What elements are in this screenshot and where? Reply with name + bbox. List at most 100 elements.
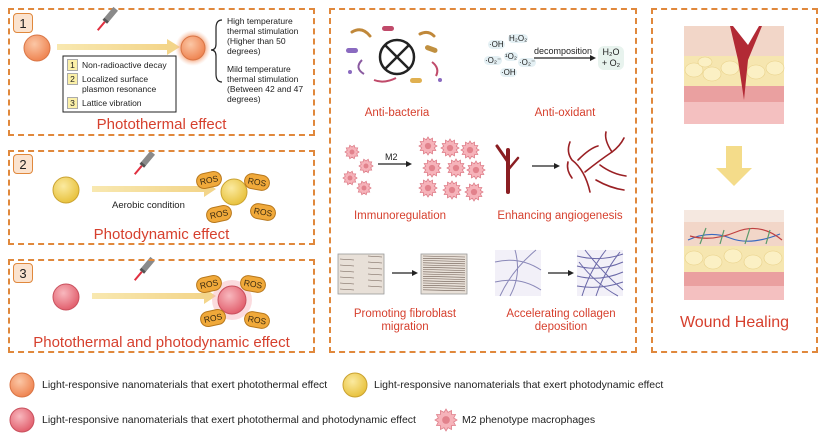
m2-arrow-label: M2: [385, 152, 398, 162]
photothermal-nanoparticle: [23, 34, 51, 62]
panel-number-1: 1: [13, 13, 33, 33]
light-beam-3: [92, 293, 204, 299]
high-temperature-label: High temperature thermal stimulation (Hi…: [227, 16, 299, 56]
fibroblast-line: [422, 285, 466, 287]
fibroblast-line: [422, 278, 466, 280]
oxidant-species-label: ·O₂⁻: [484, 56, 503, 65]
light-beam-arrowhead: [167, 39, 180, 55]
fibroblast-line: [339, 258, 355, 261]
legend-photodynamic-icon: [342, 372, 368, 398]
photodynamic-title: Photodynamic effect: [93, 226, 230, 243]
dual-effect-title: Photothermal and photodynamic effect: [33, 334, 290, 351]
panel-number-3: 3: [13, 263, 33, 283]
activated-dual-nanoparticle: [217, 285, 247, 315]
macrophage-nucleus: [466, 146, 474, 154]
wound-healing-title: Wound Healing: [679, 314, 790, 331]
fibroblast-line: [422, 289, 466, 292]
fibroblast-line: [422, 267, 466, 269]
fibroblast-line: [422, 258, 466, 260]
macrophage-nucleus: [349, 149, 355, 155]
healing-arrow: [716, 146, 752, 186]
fibroblast-line: [339, 288, 355, 291]
branched-vessels-icon: [566, 131, 627, 193]
legend-photodynamic-text: Light-responsive nanomaterials that exer…: [374, 379, 664, 391]
mechanism-1-text: Non-radioactive decay: [82, 60, 167, 70]
fibroblast-line: [367, 255, 383, 258]
panel-photodynamic: [8, 150, 315, 245]
collagen-label: Accelerating collagen deposition: [506, 308, 616, 333]
fibroblast-line: [422, 282, 466, 285]
legend-dual-text: Light-responsive nanomaterials that exer…: [42, 414, 416, 426]
bacteria-icon: [346, 26, 442, 83]
dual-nanoparticle: [52, 283, 80, 311]
legend-macrophage-text: M2 phenotype macrophages: [462, 414, 596, 426]
decomposition-products: H₂O + O₂: [598, 46, 624, 70]
fibroblast-line: [422, 271, 466, 274]
macrophage-nucleus: [363, 163, 369, 169]
mechanism-3-number: 3: [67, 97, 78, 109]
fibroblast-line: [422, 276, 466, 278]
fibroblast-line: [422, 255, 466, 258]
oxidant-species-label: ·O₂⁻: [518, 58, 537, 67]
macrophage-cells-before: [342, 144, 374, 196]
fibroblast-line: [339, 276, 355, 279]
mechanism-box: [62, 55, 177, 113]
macrophage-nucleus: [428, 164, 436, 172]
wounded-skin-icon: [684, 26, 785, 124]
collagen-before: [495, 250, 541, 296]
fibroblast-line: [422, 269, 466, 271]
light-beam-2: [92, 186, 204, 192]
macrophage-nucleus: [347, 175, 353, 181]
anti-oxidant-label: Anti-oxidant: [534, 107, 596, 119]
fibroblast-line: [422, 262, 466, 265]
fibroblast-line: [422, 280, 466, 283]
panel-number-2: 2: [13, 154, 33, 174]
legend-macrophage-icon: [434, 408, 458, 432]
heated-nanoparticle: [180, 35, 206, 61]
mechanism-3-text: Lattice vibration: [82, 98, 142, 108]
panel-photothermal: [8, 8, 315, 136]
oxidant-species-label: ·OH: [500, 68, 517, 77]
laser-icon: [96, 6, 119, 31]
oxidant-species-label: H₂O₂: [508, 34, 529, 43]
m2-macrophage-cells: [418, 136, 486, 202]
legend-dual-icon: [9, 407, 35, 433]
oxidant-species-label: ·OH: [488, 40, 505, 49]
blood-vessel-icon: [495, 144, 520, 194]
panel-dual-effect: [8, 259, 315, 353]
mechanism-1-number: 1: [67, 59, 78, 71]
macrophage-nucleus: [472, 166, 480, 174]
fibroblast-before: [337, 253, 385, 295]
photothermal-title: Photothermal effect: [96, 116, 227, 133]
legend-photothermal-text: Light-responsive nanomaterials that exer…: [42, 379, 328, 391]
mechanism-2-number: 2: [67, 73, 78, 85]
macrophage-nucleus: [446, 144, 454, 152]
panel-wound-healing: [651, 8, 818, 353]
panel-therapeutic-effects: [329, 8, 637, 353]
fibroblast-line: [422, 273, 466, 276]
fibroblast-line: [367, 285, 383, 288]
anti-bacteria-label: Anti-bacteria: [364, 107, 430, 119]
aerobic-condition-label: Aerobic condition: [112, 200, 185, 211]
fibroblast-line: [422, 264, 466, 267]
fibroblast-label: Promoting fibroblast migration: [353, 308, 457, 333]
fibroblast-line: [367, 267, 383, 270]
temperature-brace: [210, 19, 223, 83]
macrophage-nucleus: [424, 184, 432, 192]
macrophage-nucleus: [448, 186, 456, 194]
macrophage-nucleus: [442, 416, 450, 424]
angiogenesis-label: Enhancing angiogenesis: [497, 210, 623, 222]
fibroblast-line: [339, 270, 355, 273]
immunoregulation-label: Immunoregulation: [353, 210, 447, 222]
fibroblast-line: [367, 273, 383, 276]
macrophage-nucleus: [470, 188, 478, 196]
legend-photothermal-icon: [9, 372, 35, 398]
healed-skin-icon: [684, 210, 784, 300]
activated-photodynamic-nanoparticle: [220, 178, 248, 206]
fibroblast-line: [339, 282, 355, 285]
light-beam: [57, 44, 167, 50]
macrophage-nucleus: [424, 142, 432, 150]
